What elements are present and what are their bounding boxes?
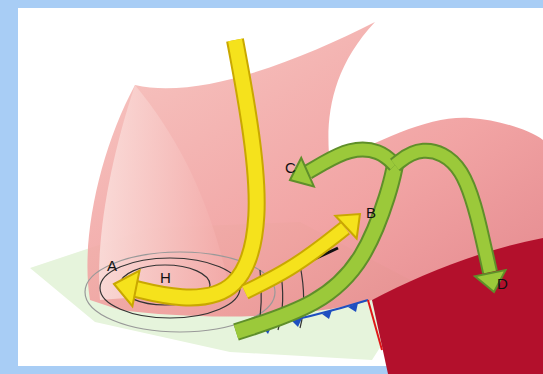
region-letter: B [366, 205, 376, 220]
belt [236, 165, 395, 332]
belt [132, 40, 257, 297]
arrow-head [335, 214, 360, 239]
belt [395, 151, 490, 272]
arrow-head [114, 271, 140, 307]
belt-outline [308, 150, 395, 172]
conveyor-belts [114, 40, 506, 332]
region-letter: H [160, 270, 171, 285]
belt-outline [395, 151, 490, 272]
warm-front [368, 300, 382, 350]
region-letter: D [497, 276, 508, 291]
warm-sector [372, 238, 543, 374]
region-letter: C [285, 160, 296, 175]
belt [308, 150, 395, 172]
belt-outline [132, 40, 257, 297]
belt-outline [236, 165, 395, 332]
region-letter: A [107, 258, 117, 273]
